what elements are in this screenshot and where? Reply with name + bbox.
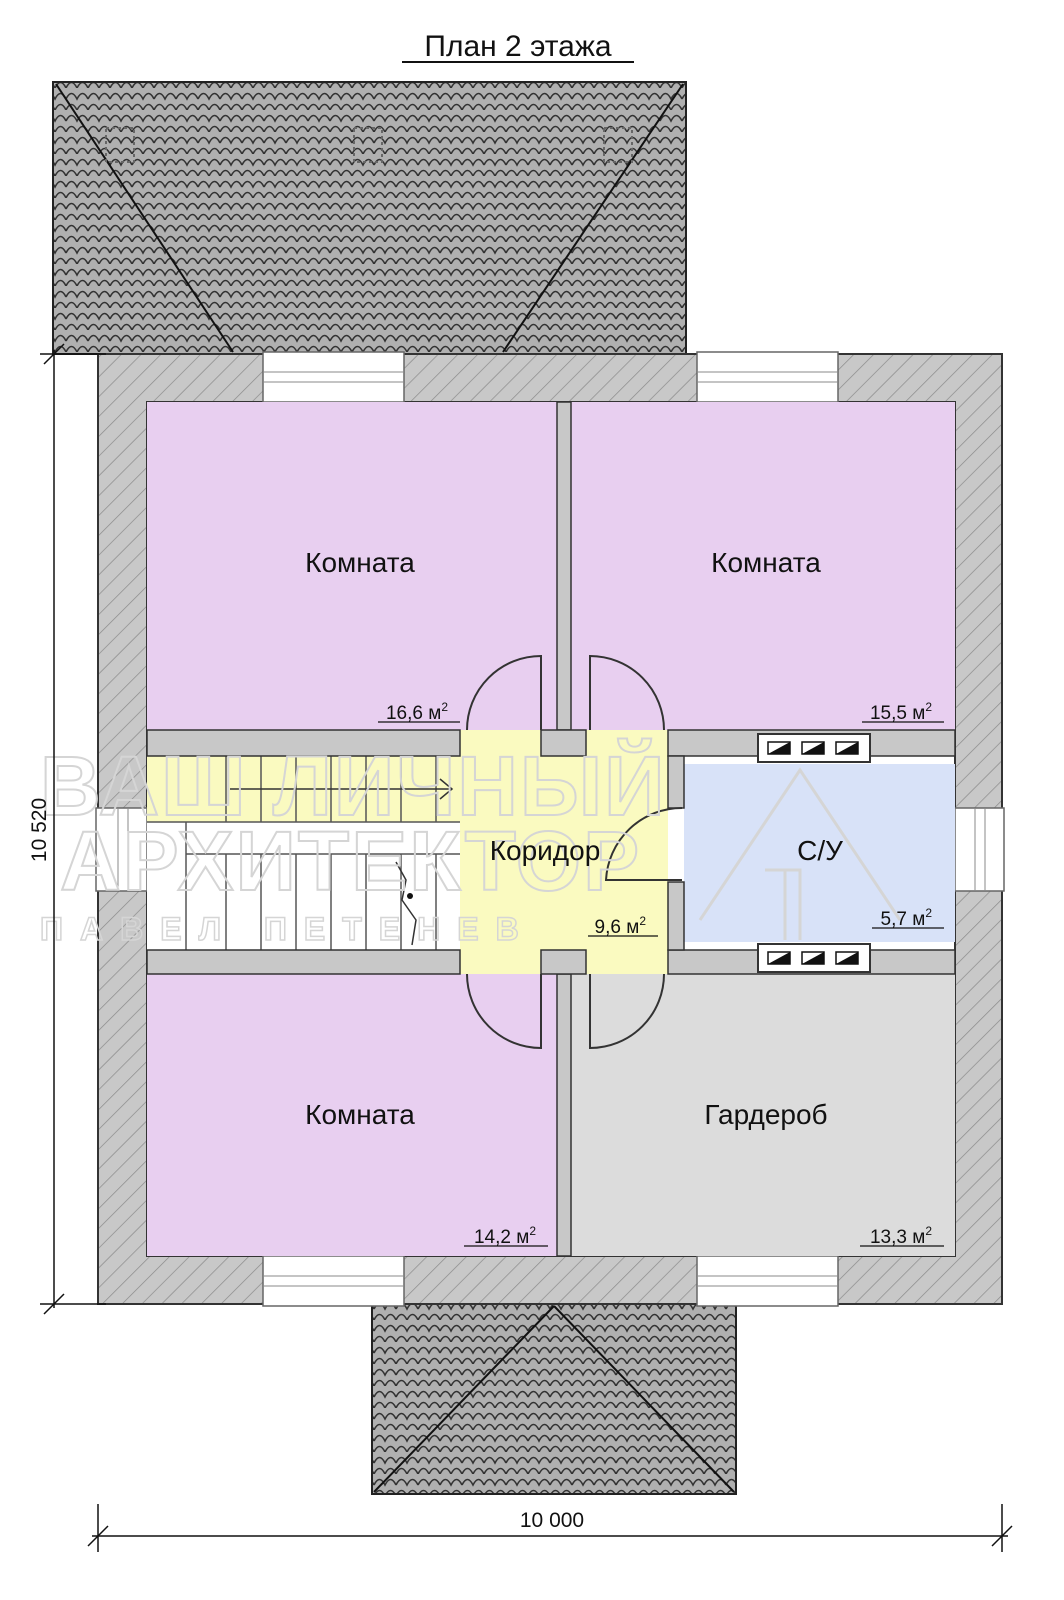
room-area: 15,5 м bbox=[870, 703, 925, 724]
room-fill-top-left bbox=[147, 402, 557, 730]
window-lines bbox=[117, 371, 986, 1287]
windows bbox=[95, 351, 1005, 1307]
room-area: 13,3 м bbox=[870, 1227, 925, 1248]
room-area: 5,7 м bbox=[881, 909, 926, 930]
room-name: Коридор bbox=[490, 835, 601, 866]
room-name: Комната bbox=[305, 1099, 415, 1130]
dimension-height-label: 10 520 bbox=[28, 798, 51, 862]
svg-text:5,7 м2: 5,7 м2 bbox=[881, 906, 933, 930]
room-fill-top-right bbox=[571, 402, 955, 730]
room-name: Гардероб bbox=[704, 1099, 827, 1130]
dimension-vertical bbox=[40, 343, 106, 1315]
interior-walls bbox=[146, 401, 956, 1257]
svg-text:14,2 м2: 14,2 м2 bbox=[474, 1224, 536, 1248]
room-area: 14,2 м bbox=[474, 1227, 529, 1248]
roof-bottom bbox=[371, 1303, 737, 1495]
room-fill-bathroom bbox=[684, 764, 955, 942]
roof-top bbox=[52, 81, 687, 355]
room-name: С/У bbox=[797, 835, 843, 866]
vent-blocks bbox=[757, 733, 871, 973]
svg-text:ВАШ ЛИЧНЫЙ: ВАШ ЛИЧНЫЙ bbox=[40, 739, 667, 833]
svg-text:16,6 м2: 16,6 м2 bbox=[386, 700, 448, 724]
svg-text:ПАВЕЛ ПЕТЕНЕВ: ПАВЕЛ ПЕТЕНЕВ bbox=[40, 911, 536, 947]
room-fill-corridor bbox=[460, 730, 668, 974]
dimension-horizontal bbox=[87, 1504, 1013, 1552]
svg-text:13,3 м2: 13,3 м2 bbox=[870, 1224, 932, 1248]
room-fill-bottom-right bbox=[571, 974, 955, 1256]
room-area: 9,6 м bbox=[595, 917, 640, 938]
plan-title: План 2 этажа bbox=[424, 30, 611, 63]
area-labels: 16,6 м2 15,5 м2 9,6 м2 5,7 м2 14,2 м2 13… bbox=[378, 700, 944, 1248]
dimension-width-label: 10 000 bbox=[520, 1509, 584, 1532]
room-name: Комната bbox=[305, 547, 415, 578]
doors bbox=[466, 654, 683, 1050]
room-labels: Комната Комната Коридор С/У Комната Гард… bbox=[305, 547, 843, 1130]
svg-text:9,6 м2: 9,6 м2 bbox=[595, 914, 647, 938]
watermark: ВАШ ЛИЧНЫЙ АРХИТЕКТОР ПАВЕЛ ПЕТЕНЕВ bbox=[39, 738, 902, 948]
room-area: 16,6 м bbox=[386, 703, 441, 724]
svg-text:АРХИТЕКТОР: АРХИТЕКТОР bbox=[60, 814, 641, 908]
room-name: Комната bbox=[711, 547, 821, 578]
room-fill-bottom-left bbox=[147, 974, 557, 1256]
svg-text:15,5 м2: 15,5 м2 bbox=[870, 700, 932, 724]
staircase bbox=[147, 756, 460, 950]
